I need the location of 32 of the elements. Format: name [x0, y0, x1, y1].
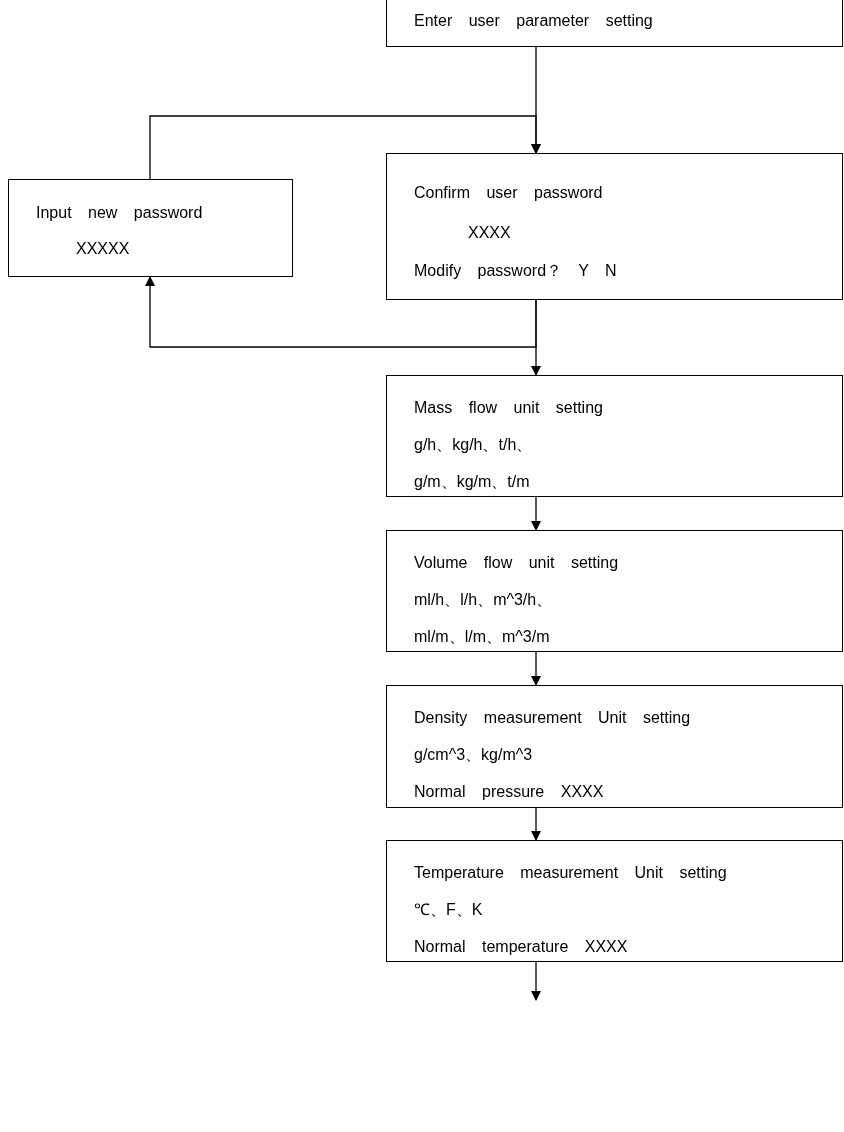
arrow — [531, 807, 541, 841]
arrow — [145, 276, 537, 348]
box-text: ℃、F、K — [414, 900, 483, 920]
box-text: ml/m、l/m、m^3/m — [414, 627, 550, 647]
box-heading: Enter user parameter setting — [414, 11, 653, 31]
box-text: ml/h、l/h、m^3/h、 — [414, 590, 553, 610]
box-text: g/h、kg/h、t/h、 — [414, 435, 533, 455]
process-box — [386, 153, 843, 300]
process-box — [386, 0, 843, 47]
process-box — [386, 685, 843, 808]
process-box — [8, 179, 293, 277]
box-text: XXXX — [468, 223, 511, 243]
box-text: Normal temperature XXXX — [414, 937, 628, 957]
box-text: Modify password？ Y N — [414, 261, 617, 281]
process-box — [386, 375, 843, 497]
arrow — [531, 961, 541, 1001]
arrow — [531, 299, 541, 376]
box-heading: Temperature measurement Unit setting — [414, 863, 727, 883]
arrow — [149, 115, 541, 180]
box-text: XXXXX — [76, 239, 130, 259]
process-box — [386, 530, 843, 652]
box-heading: Confirm user password — [414, 183, 603, 203]
box-heading: Volume flow unit setting — [414, 553, 619, 573]
arrow — [531, 496, 541, 531]
box-text: g/cm^3、kg/m^3 — [414, 745, 533, 765]
box-text: g/m、kg/m、t/m — [414, 472, 530, 492]
process-box — [386, 840, 843, 962]
arrow — [531, 651, 541, 686]
box-heading: Input new password — [36, 203, 203, 223]
box-heading: Density measurement Unit setting — [414, 708, 691, 728]
box-heading: Mass flow unit setting — [414, 398, 603, 418]
box-text: Normal pressure XXXX — [414, 782, 604, 802]
